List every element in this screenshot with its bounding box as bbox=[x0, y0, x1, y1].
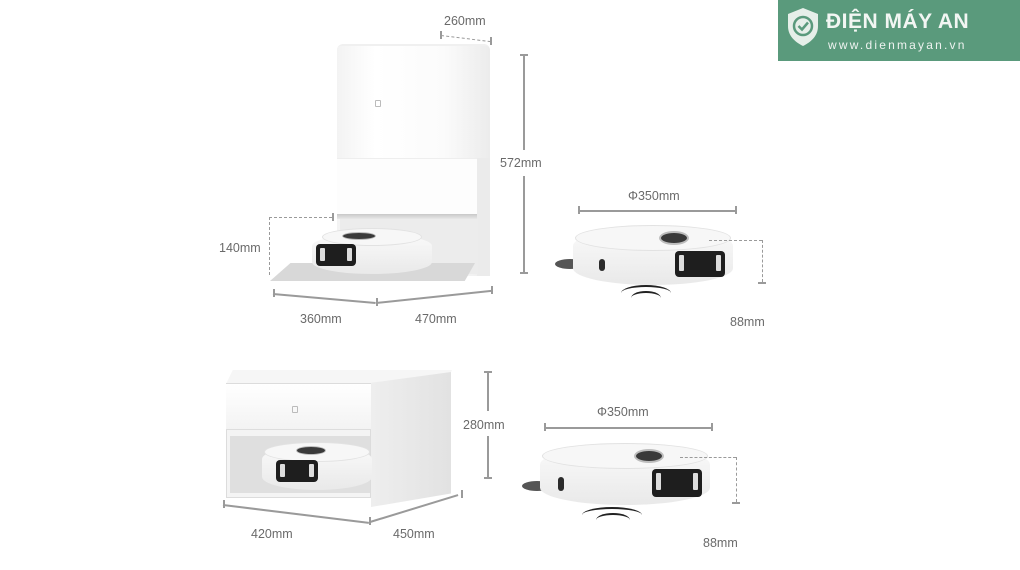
stored-robot bbox=[262, 442, 372, 490]
robot-vacuum-top bbox=[555, 225, 735, 307]
shield-check-icon bbox=[788, 8, 818, 46]
height-dimension-line bbox=[523, 54, 525, 150]
cube-station-height-label: 280mm bbox=[463, 418, 505, 432]
brand-name: ĐIỆN MÁY AN bbox=[826, 10, 970, 33]
robot-vacuum-bottom bbox=[522, 443, 712, 527]
robot-clearance-label: 140mm bbox=[219, 241, 261, 255]
robot-bottom-diameter-label: Φ350mm bbox=[597, 405, 649, 419]
docked-robot bbox=[312, 228, 432, 274]
mi-logo-icon bbox=[292, 406, 298, 413]
tall-station-height-label: 572mm bbox=[500, 156, 542, 170]
cube-station-width-label: 420mm bbox=[251, 527, 293, 541]
robot-top-diameter-label: Φ350mm bbox=[628, 189, 680, 203]
mi-logo-icon bbox=[375, 100, 381, 107]
tall-station-length-label: 470mm bbox=[415, 312, 457, 326]
tall-station-width-label: 360mm bbox=[300, 312, 342, 326]
depth-dimension-line bbox=[440, 35, 491, 43]
brand-watermark: ĐIỆN MÁY AN www.dienmayan.vn bbox=[778, 0, 1020, 61]
tall-station-depth-label: 260mm bbox=[444, 14, 486, 28]
cube-station-depth-label: 450mm bbox=[393, 527, 435, 541]
robot-top-height-label: 88mm bbox=[730, 315, 765, 329]
brand-url: www.dienmayan.vn bbox=[828, 38, 967, 52]
robot-bottom-height-label: 88mm bbox=[703, 536, 738, 550]
